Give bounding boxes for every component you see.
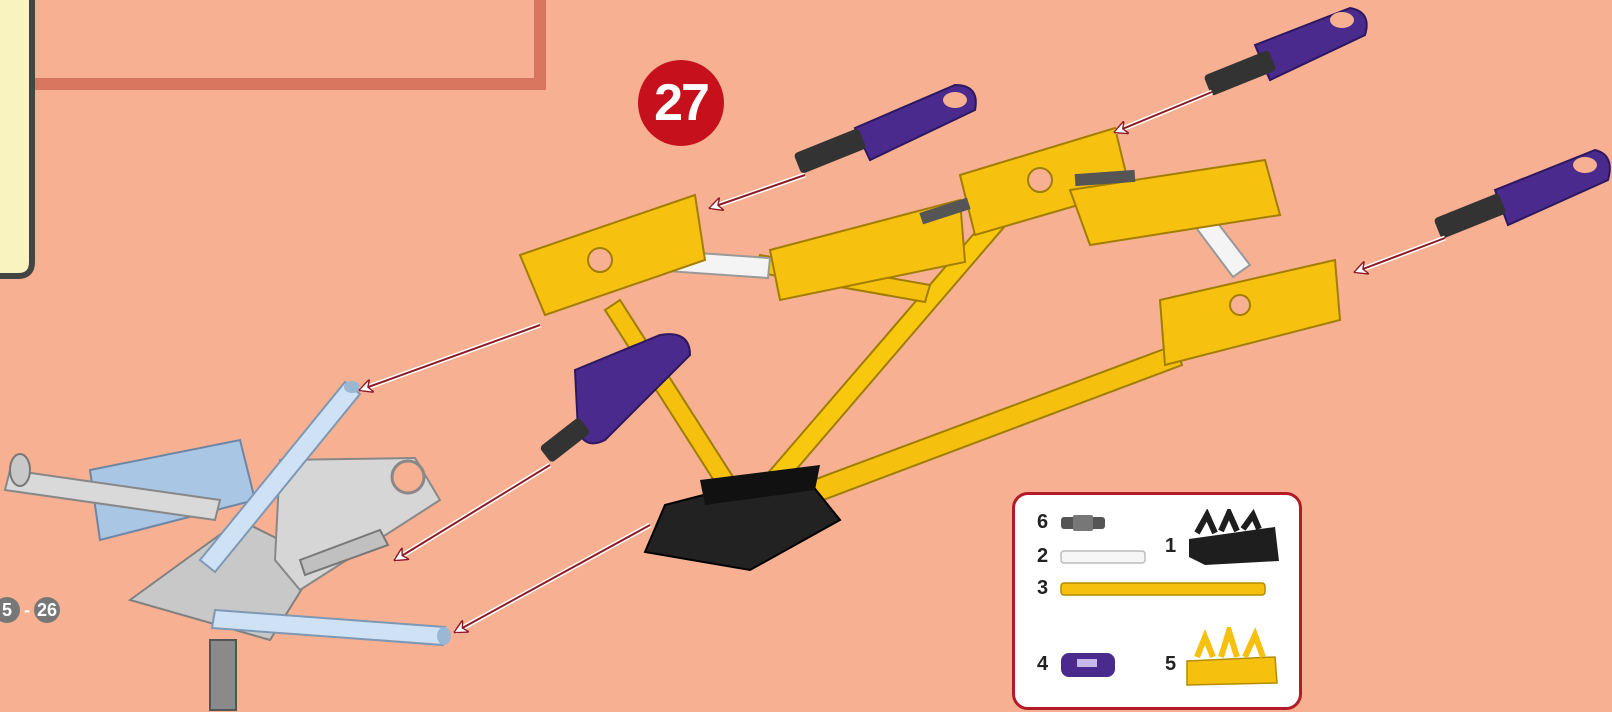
parts-legend: 6 2 1 3 4 5 [1012,492,1302,710]
purple-clip-1 [793,85,975,174]
existing-assembly [5,381,451,710]
purple-clip-2 [1203,8,1366,96]
black-connector-icon [1185,509,1285,569]
legend-count-3: 3 [1037,577,1048,600]
purple-clip-3 [1433,150,1609,239]
reference-to: 26 [34,597,60,623]
yellow-connector-icon [1183,627,1283,687]
purple-clip-icon [1059,645,1119,685]
legend-count-4: 4 [1037,653,1048,676]
reference-from: 5 [0,597,20,623]
step-number-badge: 27 [638,60,724,146]
legend-count-6: 6 [1037,511,1048,534]
legend-count-1: 1 [1165,535,1176,558]
grey-connector-icon [1059,511,1109,535]
legend-count-2: 2 [1037,545,1048,568]
reference-separator: - [24,600,30,621]
legend-count-5: 5 [1165,653,1176,676]
yellow-rod-icon [1059,579,1269,599]
white-rod-icon [1059,547,1149,567]
step-reference: 5 - 26 [0,597,60,623]
